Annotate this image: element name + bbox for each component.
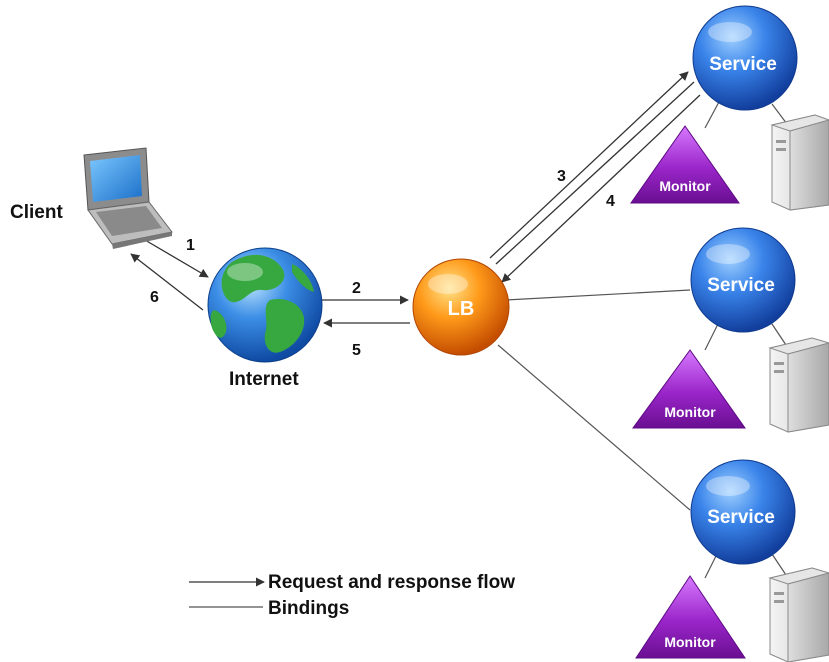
step-number-1: 1 — [186, 237, 195, 254]
service-label: Service — [709, 54, 777, 75]
step-number-2: 2 — [352, 280, 361, 297]
server-icon — [768, 337, 829, 433]
flow-arrows — [130, 71, 701, 328]
service-label: Service — [707, 275, 775, 296]
arrow-step-4 — [501, 94, 701, 283]
server-icon — [768, 567, 829, 662]
legend-request-response-label: Request and response flow — [268, 572, 515, 593]
step-number-3: 3 — [557, 168, 566, 185]
arrow-step-3 — [489, 71, 689, 259]
arrow-step-1 — [144, 239, 209, 278]
monitor-node-3: Monitor — [635, 575, 746, 659]
step-number-6: 6 — [150, 289, 159, 306]
legend: Request and response flow Bindings — [189, 572, 515, 619]
legend-bindings-label: Bindings — [268, 598, 349, 619]
server-icon — [770, 114, 829, 211]
lb-label: LB — [448, 298, 475, 320]
service-node-2: Service — [690, 227, 796, 333]
monitor-label: Monitor — [664, 404, 716, 420]
monitor-node-2: Monitor — [632, 349, 746, 429]
binding-line-monitor-1 — [704, 99, 721, 129]
monitor-label: Monitor — [659, 178, 711, 194]
service-node-3: Service — [690, 459, 796, 565]
service-node-1: Service — [692, 5, 798, 111]
binding-lines — [497, 99, 791, 579]
laptop-icon — [83, 147, 173, 249]
internet-label: Internet — [229, 369, 299, 390]
arrow-step-6 — [130, 253, 204, 311]
load-balancer-node: LB — [412, 258, 510, 356]
monitor-label: Monitor — [664, 634, 716, 650]
step-numbers: 1 6 2 5 3 4 — [150, 168, 615, 359]
step-number-5: 5 — [352, 342, 361, 359]
binding-line-service-1 — [504, 289, 691, 301]
service-label: Service — [707, 507, 775, 528]
step-number-4: 4 — [606, 193, 615, 210]
binding-line-service-2 — [497, 344, 691, 511]
monitor-node-1: Monitor — [630, 125, 740, 204]
globe-icon — [207, 247, 323, 363]
arrow-step-3b — [495, 81, 695, 265]
client-label: Client — [10, 202, 63, 223]
